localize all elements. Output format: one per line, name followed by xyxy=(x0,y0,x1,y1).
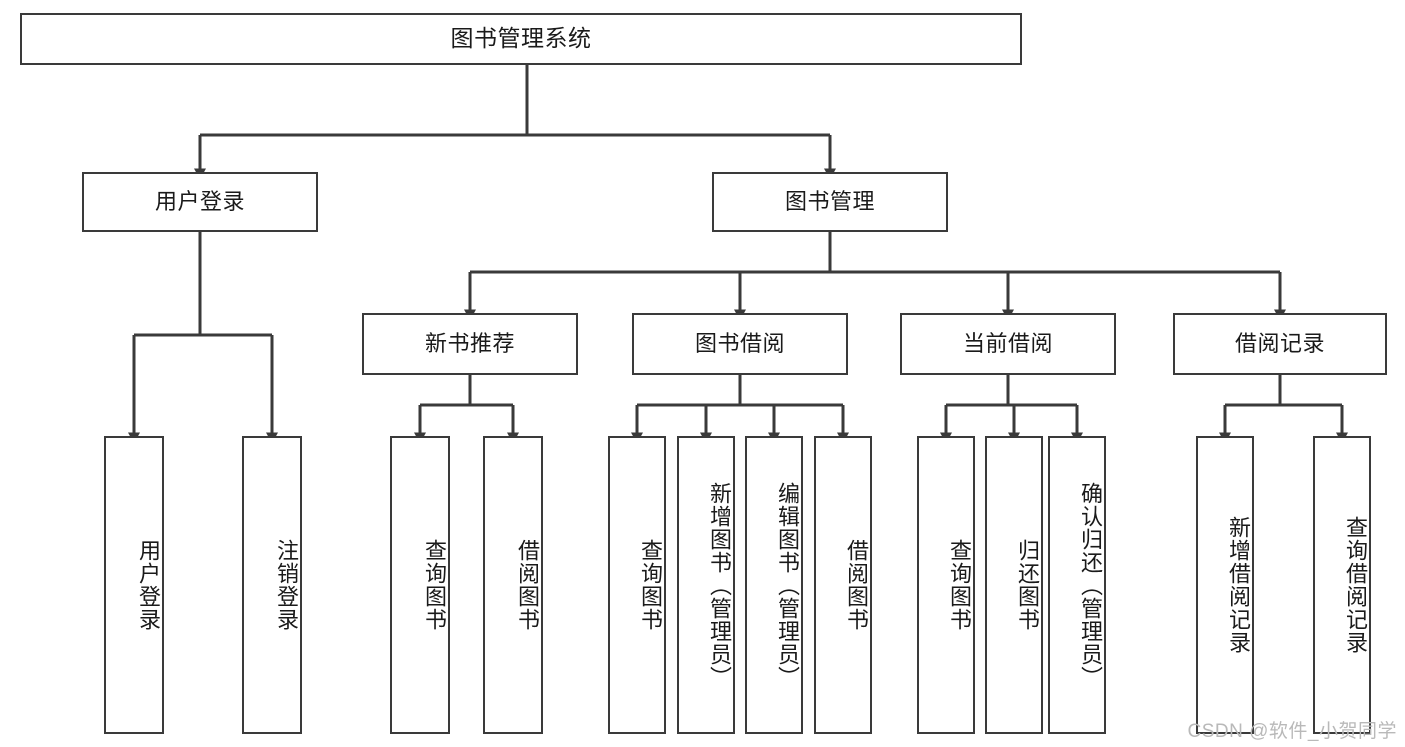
csdn-watermark: CSDN @软件_小贺同学 xyxy=(1187,721,1397,742)
leaf-label: 查询图书 xyxy=(638,539,663,631)
leaf-label: 查询借阅记录 xyxy=(1343,516,1368,654)
node-root[interactable]: 图书管理系统 xyxy=(20,13,1022,65)
node-user-login[interactable]: 用户登录 xyxy=(82,172,318,232)
leaf-label: 查询图书 xyxy=(422,539,447,631)
node-book-borrow[interactable]: 图书借阅 xyxy=(632,313,848,375)
leaf-label: 用户登录 xyxy=(136,539,161,631)
leaf-label: 查询图书 xyxy=(947,539,972,631)
leaf-query-borrow-record[interactable]: 查询借阅记录 xyxy=(1313,436,1371,734)
node-book-management[interactable]: 图书管理 xyxy=(712,172,948,232)
leaf-query-book-borrow[interactable]: 查询图书 xyxy=(608,436,666,734)
leaf-logout[interactable]: 注销登录 xyxy=(242,436,302,734)
leaf-label: 借阅图书 xyxy=(515,539,540,631)
leaf-label: 借阅图书 xyxy=(844,539,869,631)
leaf-label: 编辑图书（管理员） xyxy=(775,481,800,689)
leaf-add-borrow-record[interactable]: 新增借阅记录 xyxy=(1196,436,1254,734)
leaf-query-book-current[interactable]: 查询图书 xyxy=(917,436,975,734)
leaf-label: 确认归还（管理员） xyxy=(1078,481,1103,689)
leaf-label: 归还图书 xyxy=(1015,539,1040,631)
leaf-add-book-admin[interactable]: 新增图书（管理员） xyxy=(677,436,735,734)
node-borrow-record[interactable]: 借阅记录 xyxy=(1173,313,1387,375)
leaf-label: 新增借阅记录 xyxy=(1226,516,1251,654)
leaf-borrow-book-newbook[interactable]: 借阅图书 xyxy=(483,436,543,734)
leaf-return-book[interactable]: 归还图书 xyxy=(985,436,1043,734)
node-new-book-recommend[interactable]: 新书推荐 xyxy=(362,313,578,375)
leaf-label: 注销登录 xyxy=(274,539,299,631)
leaf-user-login[interactable]: 用户登录 xyxy=(104,436,164,734)
leaf-confirm-return-admin[interactable]: 确认归还（管理员） xyxy=(1048,436,1106,734)
leaf-label: 新增图书（管理员） xyxy=(707,481,732,689)
leaf-borrow-book[interactable]: 借阅图书 xyxy=(814,436,872,734)
leaf-query-book-newbook[interactable]: 查询图书 xyxy=(390,436,450,734)
leaf-edit-book-admin[interactable]: 编辑图书（管理员） xyxy=(745,436,803,734)
node-current-borrow[interactable]: 当前借阅 xyxy=(900,313,1116,375)
